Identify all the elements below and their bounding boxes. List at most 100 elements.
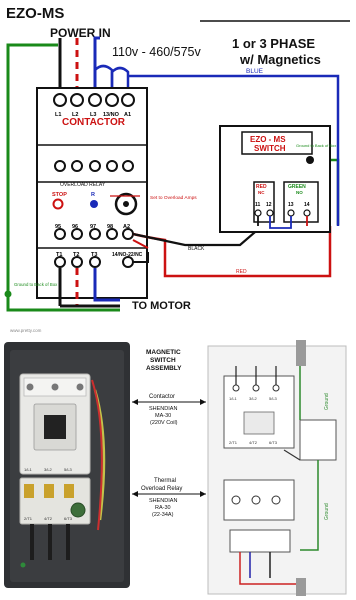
phase-label-2: w/ Magnetics <box>239 52 321 67</box>
blue-wire-label: BLUE <box>246 68 264 75</box>
relay-callout-5: (22-34A) <box>152 512 174 518</box>
photo-screw-1 <box>26 383 34 391</box>
mid-terminal-1 <box>54 160 66 172</box>
terminal-l3 <box>88 93 102 107</box>
terminal-t1 <box>54 256 66 268</box>
mid-terminal-5 <box>122 160 134 172</box>
photo-terminal-label-2: 3/L2 <box>44 467 53 472</box>
assembly-title-2: SWITCH <box>150 357 176 364</box>
stop-button[interactable] <box>52 198 64 210</box>
terminal-a2 <box>122 228 134 240</box>
screw-14 <box>303 209 311 217</box>
terminal-96 <box>71 228 83 240</box>
contactor-callout-4: (220V Coil) <box>150 420 178 426</box>
mid-terminal-3 <box>89 160 101 172</box>
schematic-label-top-1: 1/L1 <box>229 396 238 401</box>
relay-lug-3 <box>64 484 74 498</box>
overload-dial-center <box>123 201 129 207</box>
switch-terminal-14: 14 <box>304 202 310 208</box>
schematic-ground-wire-2 <box>300 460 319 551</box>
contactor-arrow-left <box>132 399 138 405</box>
relay-lug-1 <box>24 484 34 498</box>
photo-terminal-label-1: 1/L1 <box>24 467 33 472</box>
schematic-cable-entry <box>296 340 306 366</box>
schematic-button-module <box>299 419 337 461</box>
ground-label-right: Ground to Back of Box <box>296 143 336 148</box>
contactor-callout: Contactor SHENDIAN MA-30 (220V Coil) <box>132 394 206 426</box>
switch-title-1: EZO - MS <box>250 135 286 144</box>
schematic-label-top-3: 5/L3 <box>269 396 278 401</box>
terminal-t3 <box>89 256 101 268</box>
ground-screw-right <box>306 156 314 164</box>
switch-terminal-13: 13 <box>288 202 294 208</box>
schematic-terminal-3 <box>272 384 280 392</box>
contactor-callout-2: SHENDIAN <box>149 406 177 412</box>
schematic-ground-label-2: Ground <box>324 503 330 520</box>
terminal-label-98: 98 <box>107 224 113 230</box>
photo-relay-label-1: 2/T1 <box>24 516 33 521</box>
red-wire-label: RED <box>236 269 247 275</box>
photo-terminal-label-3: 5/L3 <box>64 467 73 472</box>
schematic-cable-exit <box>296 578 306 596</box>
photo-red-wire <box>91 379 103 531</box>
photo-relay-label-3: 6/T3 <box>64 516 73 521</box>
terminal-l1 <box>53 93 67 107</box>
relay-arrow-left <box>132 491 138 497</box>
terminal-label-l2: L2 <box>72 112 78 118</box>
blue-wire-to-switch <box>128 74 340 226</box>
schematic-relay-terminal-1 <box>231 495 241 505</box>
terminal-label-97: 97 <box>90 224 96 230</box>
screw-12 <box>266 209 274 217</box>
top-terminals: L1 L2 L3 13/NO A1 <box>53 93 135 118</box>
assembly-title-1: MAGNETIC <box>146 349 181 356</box>
green-no-label: NO <box>296 190 303 195</box>
schematic-label-bottom-1: 2/T1 <box>229 440 238 445</box>
mid-terminal-4 <box>106 160 118 172</box>
photo-relay-label-2: 4/T2 <box>44 516 53 521</box>
motor-terminals: T1 T2 T3 14/NO-22/NC <box>54 252 143 268</box>
relay-lug-2 <box>44 484 54 498</box>
reset-button[interactable] <box>90 200 98 208</box>
screw-11 <box>254 209 262 217</box>
photo-screw-2 <box>51 383 59 391</box>
terminal-14no <box>122 256 134 268</box>
terminal-97 <box>89 228 101 240</box>
relay-callout-4: RA-30 <box>155 505 171 511</box>
assembly-svg: www.pretty.com 1/L1 3/L2 5/L3 2/T1 4/T2 … <box>0 320 356 600</box>
ground-screw-left <box>4 290 12 298</box>
schematic-red-wire <box>239 552 300 585</box>
terminal-l2 <box>70 93 84 107</box>
blue-jumper-2 <box>110 66 130 96</box>
contactor-callout-1: Contactor <box>149 394 175 400</box>
black-wire-14no <box>133 252 149 263</box>
wiring-diagram: EZO-MS POWER IN 110v - 460/575v 1 or 3 P… <box>4 5 350 312</box>
terminal-t2 <box>71 256 83 268</box>
schematic-terminal-2 <box>252 384 260 392</box>
terminal-label-t1: T1 <box>56 252 62 258</box>
switch-terminal-11: 11 <box>255 202 261 208</box>
relay-arrow-right <box>200 491 206 497</box>
terminal-label-t2: T2 <box>73 252 79 258</box>
mid-terminal-2 <box>71 160 83 172</box>
schematic-drawing: 1/L1 3/L2 5/L3 2/T1 4/T2 6/T3 Ground Gro… <box>207 340 347 596</box>
overload-relay-label: OVERLOAD RELAY <box>60 182 106 188</box>
terminal-label-a2: A2 <box>123 224 130 230</box>
red-nc-label: NC <box>258 190 265 195</box>
terminal-label-l1: L1 <box>55 112 61 118</box>
power-in-label: POWER IN <box>50 26 111 40</box>
black-wire <box>132 225 263 247</box>
set-overload-label: Set to Overload Amps <box>150 195 197 201</box>
watermark: www.pretty.com <box>10 328 42 333</box>
schematic-terminal-block <box>229 529 291 553</box>
voltage-label: 110v - 460/575v <box>112 45 201 59</box>
schematic-relay-terminal-3 <box>271 495 281 505</box>
contactor-window <box>44 415 66 439</box>
terminal-label-95: 95 <box>55 224 61 230</box>
phase-label-1: 1 or 3 PHASE <box>232 36 315 51</box>
terminal-98 <box>106 228 118 240</box>
terminal-label-a1: A1 <box>124 112 131 118</box>
contactor-callout-3: MA-30 <box>155 413 171 419</box>
red-button-label: RED <box>256 184 267 190</box>
switch-title-box <box>241 131 313 155</box>
schematic-label-bottom-2: 4/T2 <box>249 440 258 445</box>
